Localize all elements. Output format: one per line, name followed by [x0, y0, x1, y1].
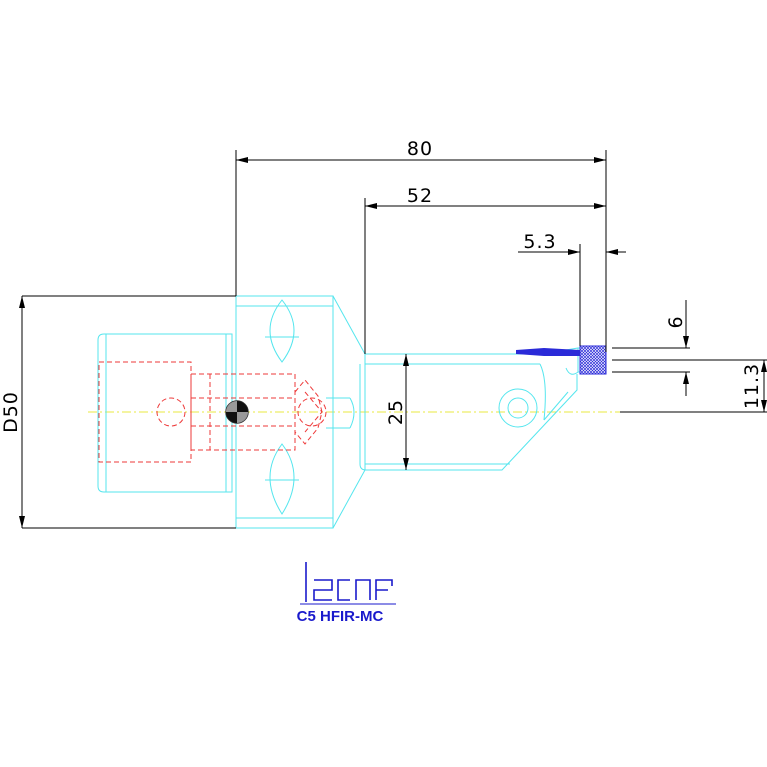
iscar-logo: [300, 562, 396, 605]
model-caption: C5 HFIR-MC: [296, 608, 384, 625]
dim-diameter: D50: [0, 391, 22, 433]
hidden-lines: [98, 361, 327, 463]
dim-head-length: 52: [407, 185, 433, 207]
clamping-unit-outline: [97, 295, 366, 529]
insert: [516, 345, 607, 375]
dim-height: 25: [385, 399, 407, 425]
tool-shank-outline: [326, 347, 604, 471]
center-mark: [225, 400, 249, 424]
dimension-lines: [21, 150, 767, 529]
dim-width: 6: [665, 315, 687, 328]
dim-overall-length: 80: [407, 138, 433, 160]
dim-tip-offset: 5.3: [523, 231, 556, 253]
dimension-arrows: [19, 157, 767, 528]
dim-depth: 11.3: [741, 363, 763, 409]
